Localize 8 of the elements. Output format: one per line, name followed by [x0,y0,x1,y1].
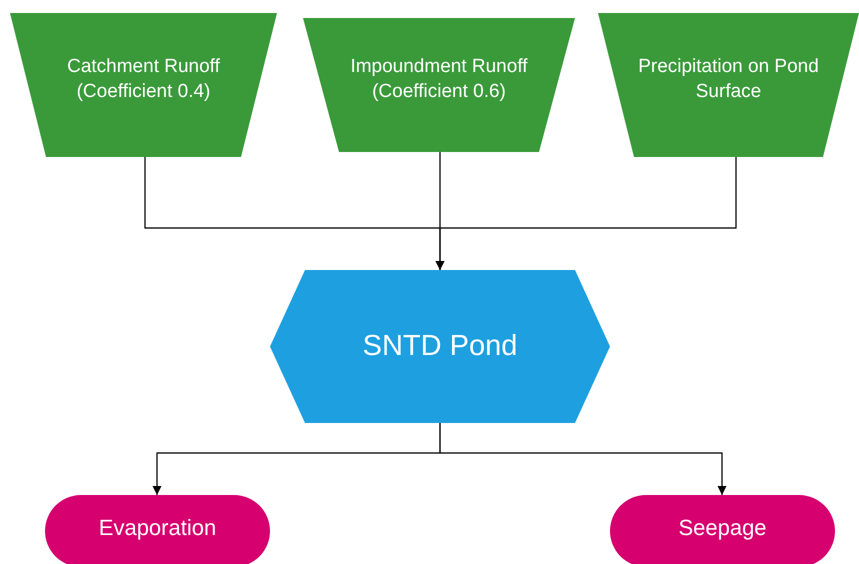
node-label: Precipitation on Pond Surface [638,55,819,104]
node-label: Catchment Runoff (Coefficient 0.4) [66,55,221,104]
node-label: Evaporation [98,514,216,542]
node-label: SNTD Pond [362,328,518,364]
node-label: Seepage [678,514,767,542]
connector-arrow [436,157,737,270]
node-label: Impoundment Runoff (Coefficient 0.6) [349,55,529,104]
connector-arrow [439,423,726,495]
